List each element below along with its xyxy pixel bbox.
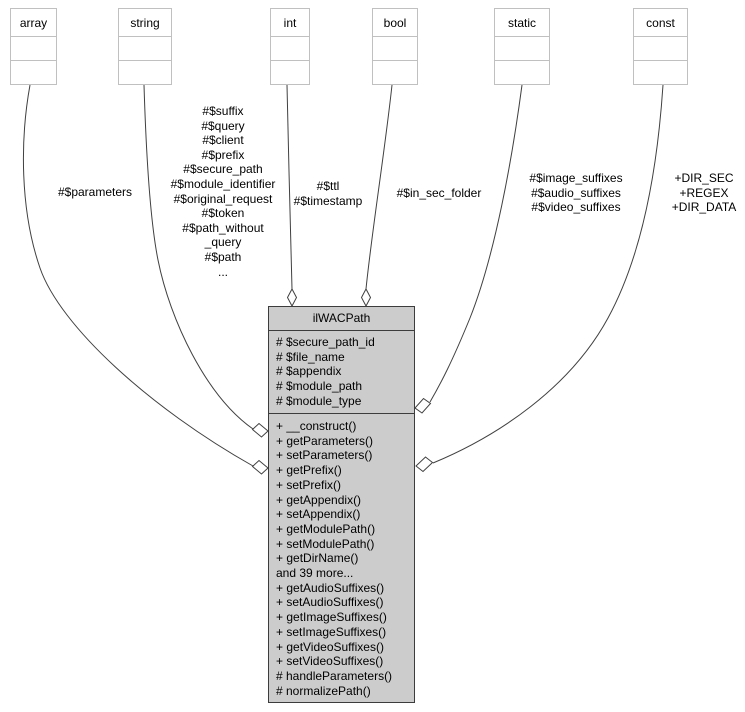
type-box-empty-compartment	[495, 37, 549, 60]
edge-bool-to-ilwacpath	[365, 84, 393, 290]
member-label: #$in_sec_folder	[396, 186, 482, 200]
member-label: #$suffix	[202, 104, 244, 118]
edge-label-const: +DIR_SEC+REGEX+DIR_DATA	[657, 171, 745, 215]
type-box-title: const	[634, 9, 687, 37]
class-box-ilwacpath: ilWACPath # $secure_path_id# $file_name#…	[268, 306, 415, 703]
type-box-empty-compartment	[373, 37, 417, 60]
edge-string-to-ilwacpath	[143, 84, 254, 430]
type-box-int: int	[270, 8, 310, 85]
aggregation-diamond-string	[251, 422, 269, 438]
type-box-title: string	[119, 9, 171, 37]
class-methods-compartment: + __construct()+ getParameters()+ setPar…	[269, 414, 414, 702]
type-box-const: const	[633, 8, 688, 85]
member-label: +DIR_SEC	[674, 171, 734, 185]
class-method: + __construct()	[276, 419, 357, 433]
edge-label-bool: #$in_sec_folder	[389, 186, 489, 201]
type-box-empty-compartment	[634, 37, 687, 60]
member-label: #$original_request	[173, 191, 273, 206]
type-box-static: static	[494, 8, 550, 85]
type-box-empty-compartment	[119, 60, 171, 84]
member-label: +DIR_DATA	[671, 200, 737, 215]
class-method: + setModulePath()	[276, 536, 375, 551]
type-box-array: array	[10, 8, 57, 85]
type-box-empty-compartment	[495, 60, 549, 84]
type-box-bool: bool	[372, 8, 418, 85]
type-box-empty-compartment	[634, 60, 687, 84]
member-label: #$token	[201, 206, 245, 221]
aggregation-diamond-int	[286, 287, 298, 308]
aggregation-diamond-bool	[360, 287, 372, 308]
edge-label-int: #$ttl#$timestamp	[288, 179, 368, 208]
edge-label-string: #$suffix#$query#$client#$prefix#$secure_…	[147, 104, 299, 279]
class-attribute: # $secure_path_id	[276, 335, 375, 349]
member-label: #$video_suffixes	[531, 200, 621, 215]
class-method: and 39 more...	[276, 566, 354, 581]
member-label: #$secure_path	[183, 162, 263, 177]
aggregation-diamond-static	[414, 397, 432, 414]
class-attribute: # $module_path	[276, 379, 363, 394]
edge-array-to-ilwacpath	[22, 84, 254, 467]
member-label: #$prefix	[201, 147, 245, 162]
class-method: + getPrefix()	[276, 463, 342, 478]
edge-static-to-ilwacpath	[429, 84, 523, 403]
member-label: #$image_suffixes	[529, 171, 623, 185]
class-attribute: # $module_type	[276, 393, 362, 408]
type-box-title: array	[11, 9, 56, 37]
edge-label-array: #$parameters	[40, 185, 150, 200]
class-method: + setImageSuffixes()	[276, 624, 387, 639]
type-box-empty-compartment	[373, 60, 417, 84]
member-label: #$parameters	[57, 185, 133, 199]
member-label: #$path	[204, 249, 242, 264]
class-method: + getParameters()	[276, 433, 374, 448]
class-method: # normalizePath()	[276, 683, 371, 698]
class-attribute: # $appendix	[276, 364, 342, 379]
type-box-string: string	[118, 8, 172, 85]
class-method: + setAudioSuffixes()	[276, 595, 384, 610]
class-method: + setParameters()	[276, 448, 373, 463]
aggregation-diamond-array	[251, 459, 269, 475]
member-label: ...	[217, 264, 228, 279]
class-method: + getModulePath()	[276, 521, 376, 536]
type-box-empty-compartment	[119, 37, 171, 60]
type-box-title: bool	[373, 9, 417, 37]
type-box-title: static	[495, 9, 549, 37]
class-name: ilWACPath	[269, 307, 414, 331]
class-method: + setAppendix()	[276, 507, 361, 522]
member-label: +REGEX	[679, 185, 729, 200]
member-label: #$audio_suffixes	[531, 185, 621, 200]
class-method: + getVideoSuffixes()	[276, 639, 384, 654]
edge-const-to-ilwacpath	[432, 84, 664, 464]
member-label: #$module_identifier	[170, 176, 276, 191]
type-box-empty-compartment	[271, 60, 309, 84]
class-attribute: # $file_name	[276, 349, 345, 364]
member-label: #$path_without	[182, 220, 264, 235]
class-method: + getDirName()	[276, 551, 359, 566]
class-method: + setVideoSuffixes()	[276, 654, 384, 669]
class-method: + getImageSuffixes()	[276, 610, 387, 625]
type-box-empty-compartment	[11, 60, 56, 84]
edge-int-to-ilwacpath	[286, 84, 293, 290]
class-attributes-compartment: # $secure_path_id# $file_name# $appendix…	[269, 331, 414, 414]
class-method: + setPrefix()	[276, 477, 342, 492]
member-label: #$query	[201, 118, 245, 133]
class-method: + getAudioSuffixes()	[276, 580, 385, 595]
member-label: #$ttl	[316, 179, 340, 193]
class-method: # handleParameters()	[276, 668, 393, 683]
member-label: #$client	[202, 133, 244, 148]
member-label: #$timestamp	[293, 193, 363, 208]
aggregation-diamond-const	[415, 456, 434, 473]
type-box-empty-compartment	[271, 37, 309, 60]
type-box-title: int	[271, 9, 309, 37]
class-method: + getAppendix()	[276, 492, 362, 507]
type-box-empty-compartment	[11, 37, 56, 60]
member-label: _query	[204, 235, 242, 250]
edge-label-static: #$image_suffixes#$audio_suffixes#$video_…	[517, 171, 635, 215]
